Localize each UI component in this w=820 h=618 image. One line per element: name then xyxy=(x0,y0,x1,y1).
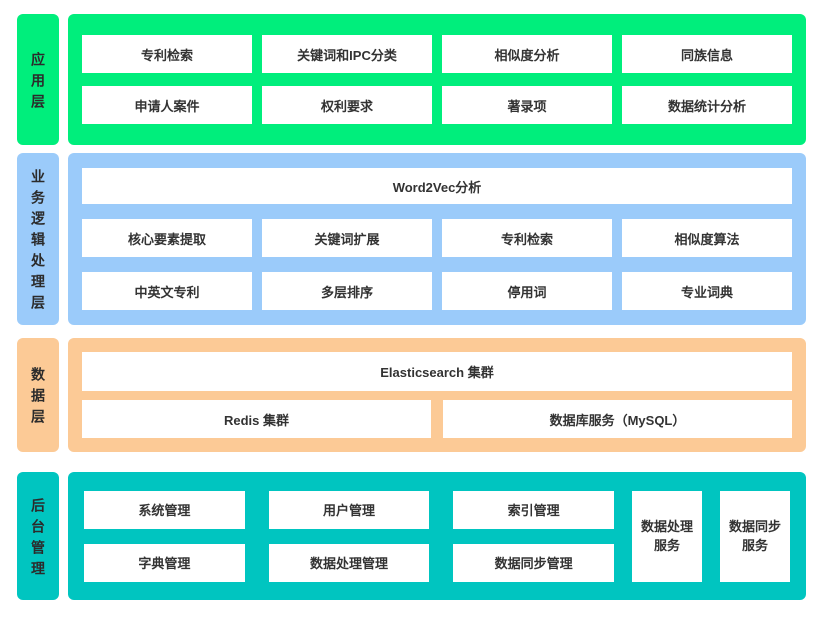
module-box: 系统管理 xyxy=(84,490,245,529)
module-box: 申请人案件 xyxy=(82,86,252,124)
layer-admin-label: 后台管理 xyxy=(30,497,46,582)
layer-data-label: 数据层 xyxy=(30,367,46,430)
application-row-1: 专利检索 关键词和IPC分类 相似度分析 同族信息 xyxy=(82,35,792,73)
module-box: 权利要求 xyxy=(262,86,432,124)
module-box: 相似度分析 xyxy=(442,35,612,73)
module-box: 著录项 xyxy=(442,86,612,124)
admin-grid: 系统管理 用户管理 索引管理 字典管理 数据处理管理 数据同步管理 xyxy=(84,490,614,582)
module-box: 相似度算法 xyxy=(622,219,792,257)
layer-admin: 后台管理 系统管理 用户管理 索引管理 字典管理 数据处理管理 数据同步管理 数… xyxy=(17,472,806,600)
module-box-tall: 数据同步服务 xyxy=(720,490,790,582)
module-box: 专业词典 xyxy=(622,272,792,310)
module-box: 专利检索 xyxy=(82,35,252,73)
module-box-wide: Elasticsearch 集群 xyxy=(82,352,792,391)
application-row-2: 申请人案件 权利要求 著录项 数据统计分析 xyxy=(82,86,792,124)
layer-data: 数据层 Elasticsearch 集群 Redis 集群 数据库服务（MySQ… xyxy=(17,338,806,452)
layer-business-logic-label: 业务逻辑处理层 xyxy=(30,169,46,316)
module-box: 中英文专利 xyxy=(82,272,252,310)
layer-admin-panel: 系统管理 用户管理 索引管理 字典管理 数据处理管理 数据同步管理 数据处理服务… xyxy=(68,472,806,600)
business-logic-row-2: 中英文专利 多层排序 停用词 专业词典 xyxy=(82,272,792,310)
module-box: 数据库服务（MySQL） xyxy=(443,400,792,438)
layer-admin-label-block: 后台管理 xyxy=(17,472,59,600)
layer-application-panel: 专利检索 关键词和IPC分类 相似度分析 同族信息 申请人案件 权利要求 著录项… xyxy=(68,14,806,145)
module-box: 关键词和IPC分类 xyxy=(262,35,432,73)
module-box: 多层排序 xyxy=(262,272,432,310)
layer-application: 应用层 专利检索 关键词和IPC分类 相似度分析 同族信息 申请人案件 权利要求… xyxy=(17,14,806,145)
layer-business-logic: 业务逻辑处理层 Word2Vec分析 核心要素提取 关键词扩展 专利检索 相似度… xyxy=(17,153,806,325)
module-box: 专利检索 xyxy=(442,219,612,257)
module-box: 同族信息 xyxy=(622,35,792,73)
module-box: 数据处理管理 xyxy=(268,543,430,582)
module-box: 停用词 xyxy=(442,272,612,310)
module-box: 数据统计分析 xyxy=(622,86,792,124)
layer-application-label: 应用层 xyxy=(30,51,46,115)
module-box: 核心要素提取 xyxy=(82,219,252,257)
layer-application-label-block: 应用层 xyxy=(17,14,59,145)
data-row-1: Redis 集群 数据库服务（MySQL） xyxy=(82,400,792,438)
module-box: 关键词扩展 xyxy=(262,219,432,257)
module-box: Redis 集群 xyxy=(82,400,431,438)
module-box-wide: Word2Vec分析 xyxy=(82,168,792,204)
module-box: 索引管理 xyxy=(453,490,614,529)
layer-business-logic-panel: Word2Vec分析 核心要素提取 关键词扩展 专利检索 相似度算法 中英文专利… xyxy=(68,153,806,325)
module-box: 数据同步管理 xyxy=(453,543,614,582)
business-logic-row-1: 核心要素提取 关键词扩展 专利检索 相似度算法 xyxy=(82,219,792,257)
layer-data-label-block: 数据层 xyxy=(17,338,59,452)
module-box-tall: 数据处理服务 xyxy=(632,490,702,582)
module-box: 字典管理 xyxy=(84,543,245,582)
layer-business-logic-label-block: 业务逻辑处理层 xyxy=(17,153,59,325)
module-box: 用户管理 xyxy=(268,490,430,529)
layer-data-panel: Elasticsearch 集群 Redis 集群 数据库服务（MySQL） xyxy=(68,338,806,452)
